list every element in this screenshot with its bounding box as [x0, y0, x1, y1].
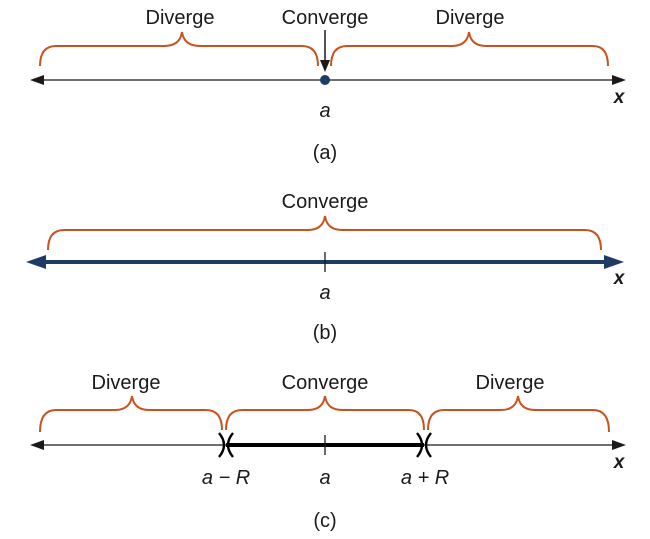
caption-c: (c)	[313, 510, 336, 532]
converge-pointer-head-a	[320, 60, 330, 72]
label-diverge-left-a: Diverge	[146, 7, 215, 29]
left-endpoint-label-c: a − R	[202, 467, 250, 489]
label-converge-c: Converge	[282, 372, 369, 394]
panel-b: Converge a x (b)	[26, 191, 626, 344]
label-diverge-right-a: Diverge	[436, 7, 505, 29]
axis-arrow-left-a	[30, 75, 44, 85]
axis-label-a: x	[613, 87, 626, 108]
left-endpoint-c	[218, 432, 234, 458]
brace-diverge-left-a	[39, 31, 319, 67]
center-label-c: a	[319, 467, 330, 489]
label-diverge-right-c: Diverge	[476, 372, 545, 394]
brace-diverge-right-a	[330, 31, 609, 67]
caption-a: (a)	[313, 142, 337, 164]
label-converge-a: Converge	[282, 7, 369, 29]
brace-converge-c	[225, 395, 425, 431]
panel-c: Diverge Converge Diverge a − R a a + R x…	[30, 372, 626, 532]
axis-label-c: x	[613, 452, 626, 473]
right-endpoint-label-c: a + R	[401, 467, 449, 489]
label-diverge-left-c: Diverge	[92, 372, 161, 394]
caption-b: (b)	[313, 322, 337, 344]
label-converge-b: Converge	[282, 191, 369, 213]
center-label-a: a	[319, 100, 330, 122]
axis-arrow-left-c	[30, 440, 44, 450]
panel-a: Diverge Converge Diverge a x (a)	[30, 7, 626, 164]
center-point-a	[320, 75, 330, 85]
brace-converge-b	[47, 215, 602, 251]
center-label-b: a	[319, 282, 330, 304]
axis-arrow-right-a	[612, 75, 626, 85]
brace-diverge-left-c	[39, 395, 223, 433]
right-endpoint-c	[416, 432, 432, 458]
converge-arrow-left-b	[26, 255, 46, 269]
axis-arrow-right-c	[612, 440, 626, 450]
brace-diverge-right-c	[427, 395, 610, 433]
axis-label-b: x	[613, 268, 626, 289]
converge-arrow-right-b	[604, 255, 624, 269]
